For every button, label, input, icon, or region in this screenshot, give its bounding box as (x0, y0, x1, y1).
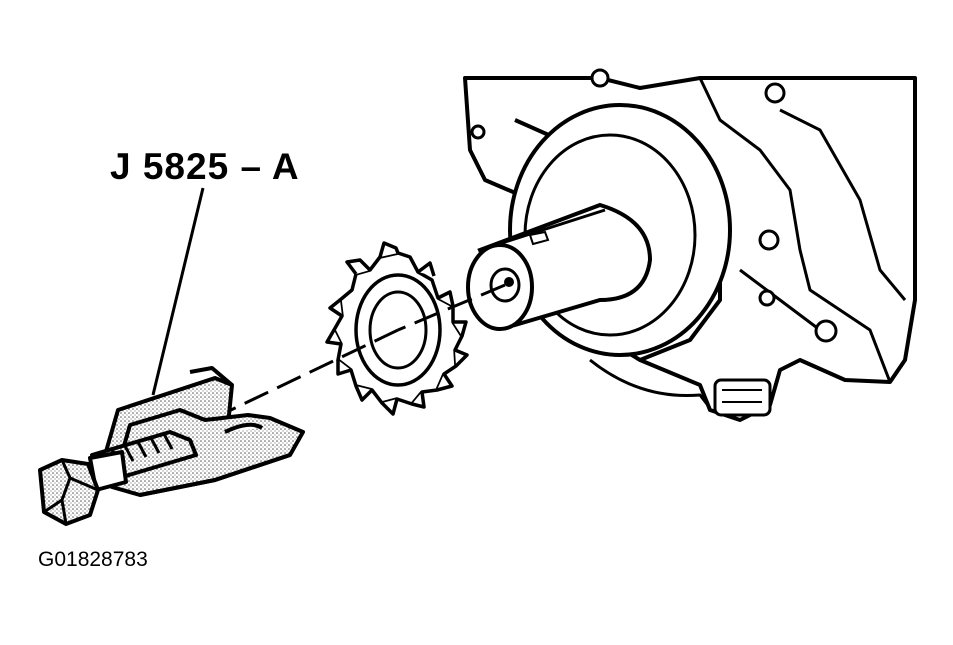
alignment-line (209, 283, 506, 422)
sprocket-remover-tool (103, 366, 305, 497)
tool-callout-label: J 5825 – A (110, 146, 300, 187)
callout-leader (151, 187, 205, 396)
forcing-bolt (38, 430, 198, 526)
crankshaft-sprocket (325, 241, 469, 416)
figure-id: G01828783 (38, 548, 148, 571)
crankshaft-snout (466, 103, 732, 357)
